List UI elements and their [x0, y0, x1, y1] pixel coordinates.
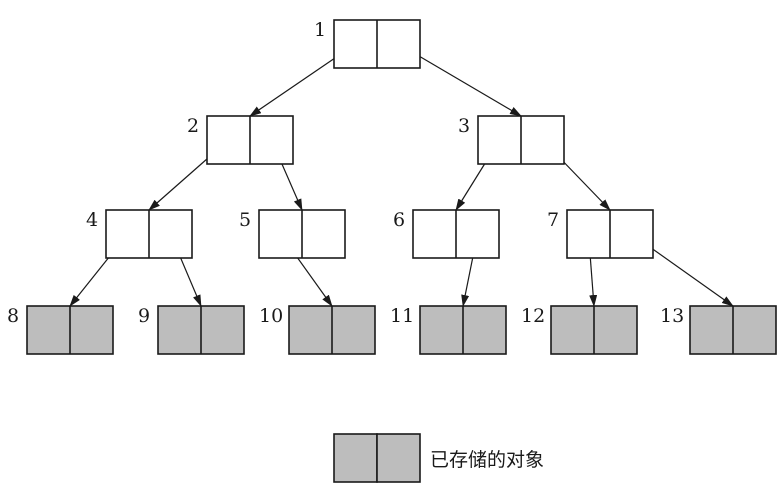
node-label: 6	[393, 209, 405, 231]
node-label: 8	[7, 305, 19, 327]
node-label: 4	[86, 209, 98, 231]
tree-node-7: 7	[547, 209, 654, 259]
node-label: 12	[521, 305, 545, 327]
tree-node-5: 5	[239, 209, 346, 259]
node-label: 11	[390, 305, 414, 327]
tree-node-13: 13	[660, 305, 777, 355]
tree-node-6: 6	[393, 209, 500, 259]
tree-node-2: 2	[187, 115, 294, 165]
edges-layer	[69, 41, 734, 307]
tree-node-8: 8	[7, 305, 114, 355]
node-label: 10	[259, 305, 283, 327]
legend: 已存储的对象	[333, 433, 544, 483]
tree-node-9: 9	[138, 305, 245, 355]
node-label: 1	[314, 19, 326, 41]
tree-node-11: 11	[390, 305, 507, 355]
node-label: 9	[138, 305, 150, 327]
tree-node-3: 3	[458, 115, 565, 165]
node-label: 2	[187, 115, 199, 137]
tree-node-1: 1	[314, 19, 421, 69]
legend-label: 已存储的对象	[430, 449, 544, 471]
node-label: 3	[458, 115, 470, 137]
tree-node-12: 12	[521, 305, 638, 355]
tree-node-10: 10	[259, 305, 376, 355]
node-label: 5	[239, 209, 251, 231]
tree-node-4: 4	[86, 209, 193, 259]
node-label: 13	[660, 305, 684, 327]
legend-swatch-left	[333, 433, 378, 483]
node-label: 7	[547, 209, 559, 231]
legend-swatch-right	[376, 433, 421, 483]
